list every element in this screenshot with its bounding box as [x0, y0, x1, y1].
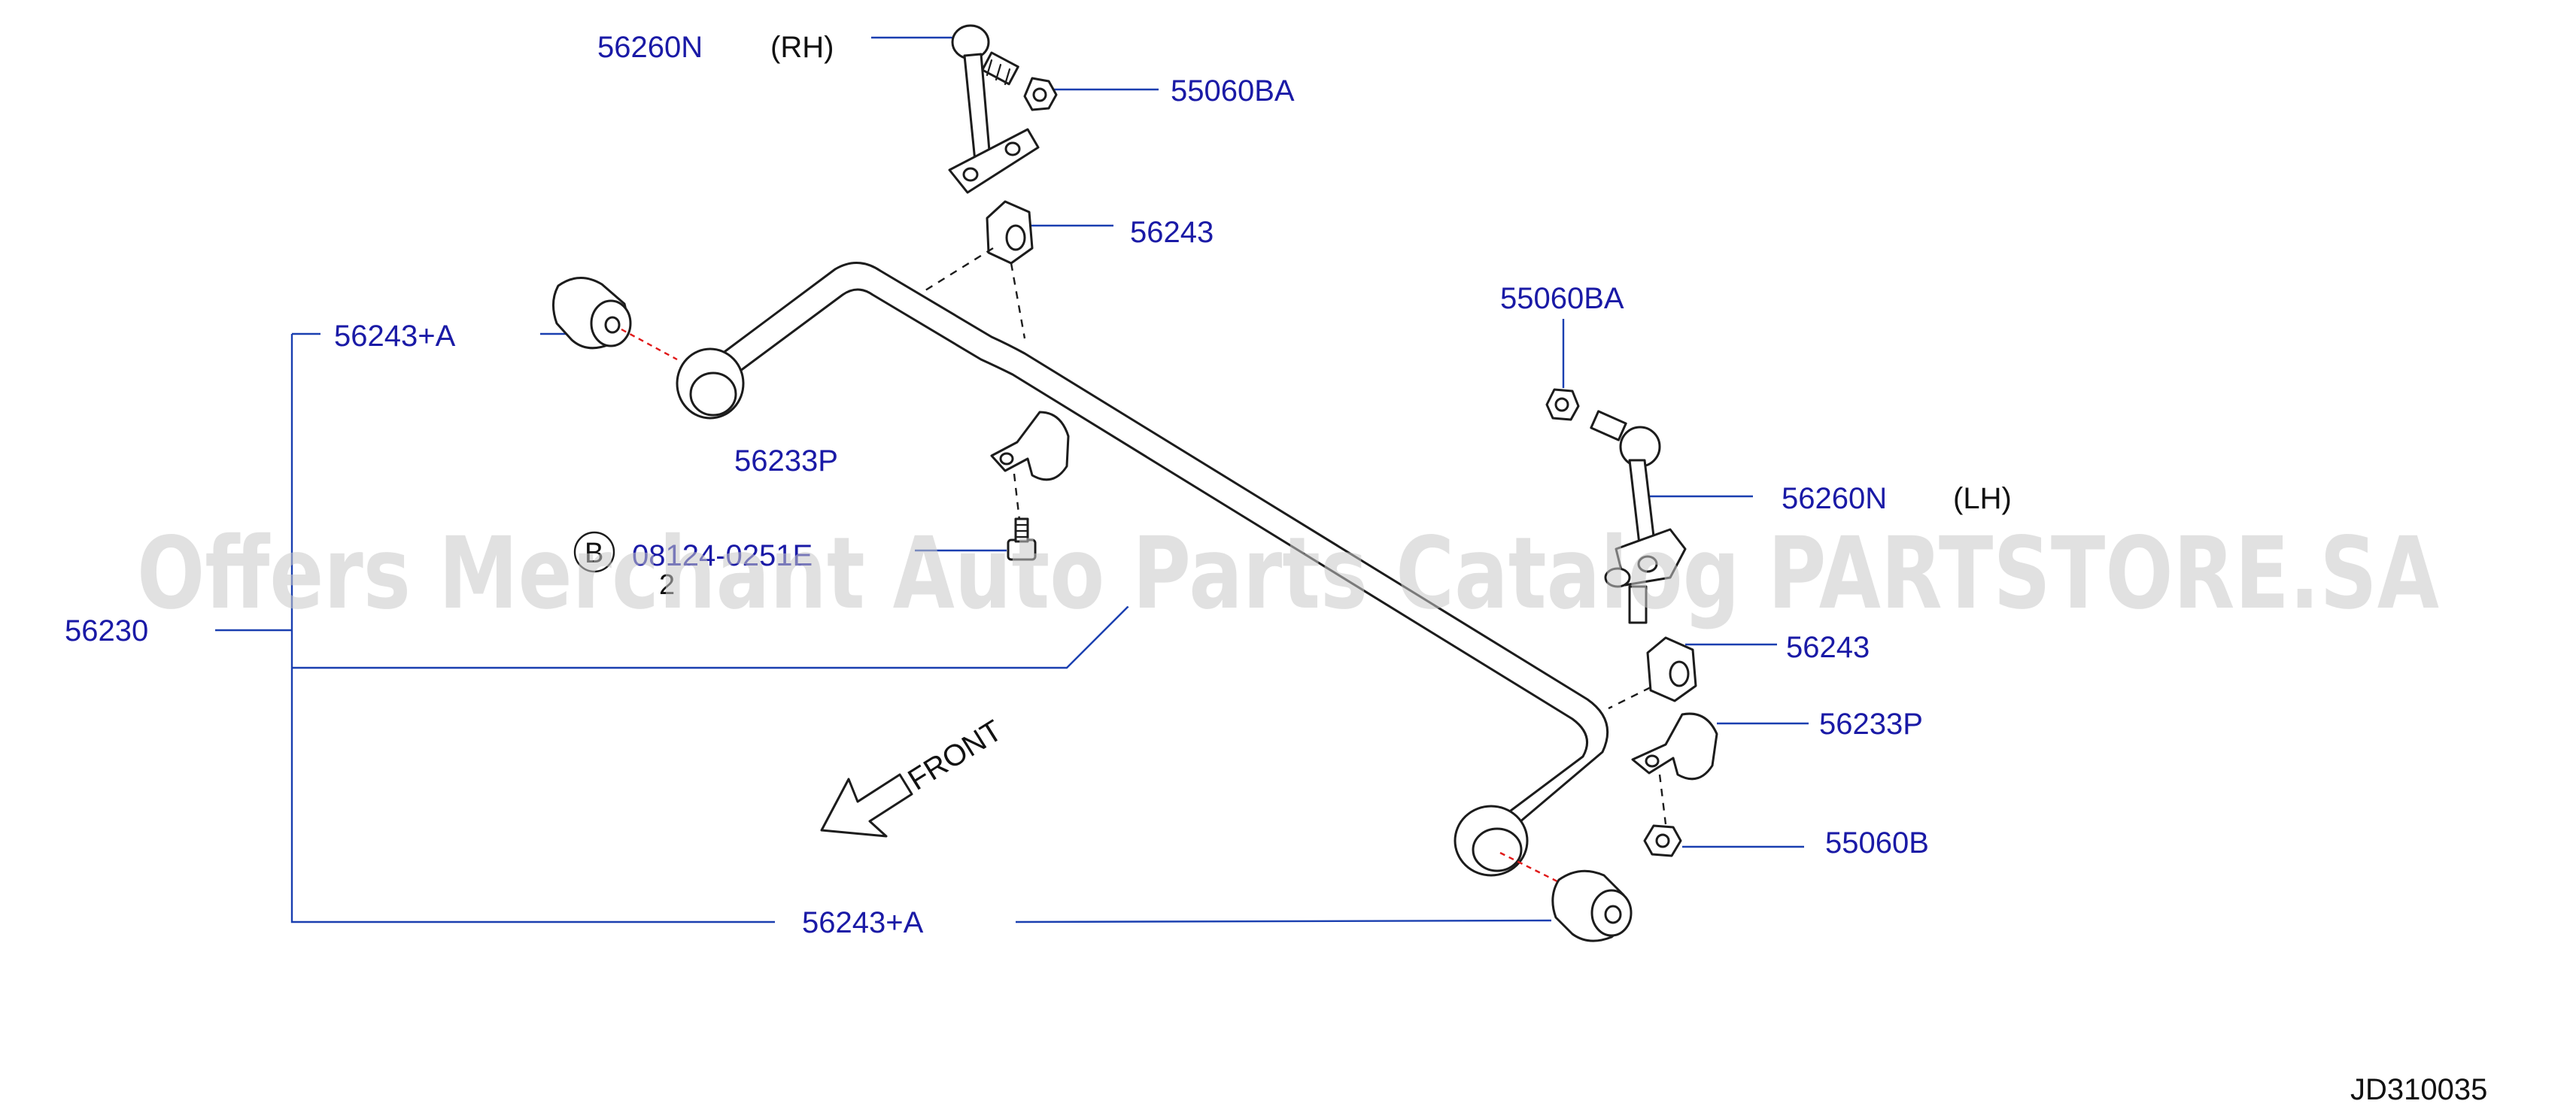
front-label: FRONT	[902, 714, 1007, 796]
label-nut-bottom: 55060B	[1825, 826, 1929, 860]
label-stabilizer: 56230	[65, 614, 148, 647]
bolt-reference: B 2	[573, 531, 675, 601]
bushing-right	[1608, 636, 1697, 710]
link-lh-bottom-stud	[1628, 585, 1648, 624]
mount-bushing-bottom-hole	[1604, 905, 1622, 924]
label-nut-top: 55060BA	[1171, 74, 1295, 108]
mount-bushing-bottom	[1499, 851, 1633, 942]
mount-bottom-axis	[1499, 851, 1570, 889]
label-clamp-right: 56233P	[1819, 708, 1923, 741]
bushing-right-dash	[1608, 686, 1651, 710]
link-rh-bracket-hole-2	[1004, 141, 1021, 156]
nut-right-top	[1545, 388, 1580, 421]
diagram-code: JD310035	[2350, 1073, 2487, 1106]
link-rh-bracket	[948, 128, 1040, 194]
nut-top-hole	[1032, 87, 1047, 102]
link-lh	[1590, 410, 1687, 624]
bar-end-right-hole	[1472, 827, 1523, 872]
bushing-right-hole	[1669, 660, 1690, 687]
label-mount-left: 56243+A	[334, 320, 456, 353]
bushing-top-dash-a	[925, 247, 994, 292]
clamp-right-dash	[1658, 774, 1667, 825]
link-lh-stud	[1590, 410, 1627, 441]
bushing-top	[925, 200, 1034, 339]
clamp-right-body	[1631, 712, 1718, 781]
label-link-rh-side: (RH)	[770, 31, 834, 64]
label-bushing-right: 56243	[1786, 631, 1870, 664]
label-link-rh: 56260N	[597, 31, 703, 64]
bolt	[1007, 517, 1037, 561]
link-rh-thread-3	[1004, 68, 1011, 86]
clamp-right	[1631, 712, 1718, 825]
link-rh-thread-1	[986, 59, 993, 77]
clamp-left-hole	[999, 452, 1014, 466]
bushing-top-hole	[1005, 224, 1026, 251]
stabilizer-bar-outline-b	[736, 288, 1589, 826]
ref-circle-icon	[573, 531, 615, 573]
clamp-left-dash	[1013, 473, 1022, 527]
front-indicator: FRONT	[820, 714, 1008, 838]
label-bolt: 08124-0251E	[632, 539, 813, 572]
leader-stabilizer-bracket	[290, 334, 775, 923]
link-rh-thread-2	[995, 63, 1002, 81]
link-rh	[948, 24, 1040, 194]
leader-mount-bottom	[1015, 919, 1552, 923]
nut-right-top-hole	[1554, 397, 1569, 412]
clamp-left	[990, 411, 1070, 527]
clamp-right-hole	[1645, 754, 1660, 768]
nut-bottom	[1643, 824, 1682, 857]
label-link-lh: 56260N	[1782, 482, 1887, 515]
nut-bottom-hole	[1655, 833, 1670, 848]
link-rh-ball	[951, 24, 990, 60]
label-clamp-left: 56233P	[734, 444, 838, 478]
label-mount-bottom: 56243+A	[802, 906, 924, 939]
ref-quantity: 2	[659, 569, 675, 601]
watermark: Offers Merchant Auto Parts Catalog PARTS…	[137, 516, 2439, 632]
mount-bushing-left-hole	[604, 316, 621, 334]
ref-circle-letter: B	[585, 538, 603, 569]
mount-left-axis	[621, 328, 678, 361]
part-labels: 56260N (RH) 55060BA 56243 56243+A 55060B…	[65, 31, 2012, 939]
label-nut-right-top: 55060BA	[1500, 282, 1624, 315]
label-link-lh-side: (LH)	[1953, 482, 2012, 515]
label-bushing-top: 56243	[1130, 216, 1214, 249]
link-rh-bracket-hole	[962, 167, 979, 182]
link-lh-bottom-ring	[1604, 567, 1631, 588]
front-arrow-icon	[820, 773, 913, 838]
link-lh-end-hole	[1637, 555, 1658, 573]
bushing-top-dash-b	[1010, 262, 1026, 339]
stabilizer-bar	[676, 262, 1609, 877]
nut-top	[1023, 77, 1058, 111]
mount-bushing-left	[552, 277, 678, 361]
bar-end-left-hole	[689, 371, 737, 417]
